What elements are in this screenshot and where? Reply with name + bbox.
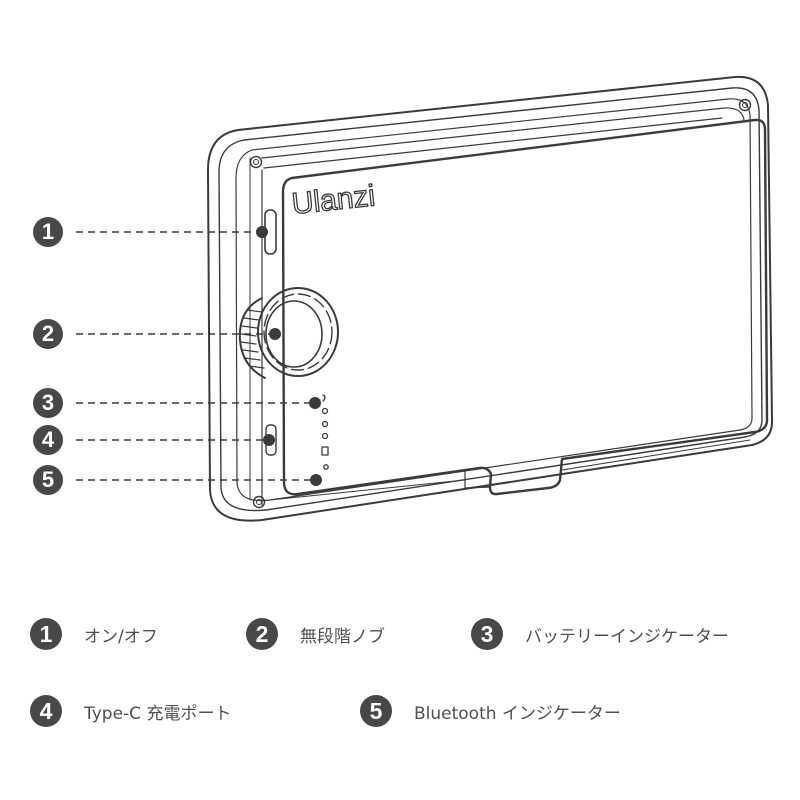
screw-top-left xyxy=(249,155,263,169)
screw-top-right xyxy=(738,98,752,112)
battery-glyph xyxy=(321,446,329,456)
legend-label: 無段階ノブ xyxy=(300,626,385,647)
front-panel xyxy=(281,118,769,496)
legend-badge: 3 xyxy=(471,618,503,650)
callout-badge-4: 4 xyxy=(33,425,63,455)
callout-badge-2: 2 xyxy=(33,319,63,349)
legend-label: バッテリーインジケーター xyxy=(525,626,729,647)
legend-item-knob: 2 無段階ノブ xyxy=(246,617,385,651)
dimmer-knob xyxy=(238,287,339,379)
legend-badge: 2 xyxy=(246,618,278,650)
bluetooth-led xyxy=(323,464,329,470)
device-illustration: Ulanzi xyxy=(76,75,774,522)
legend-label: オン/オフ xyxy=(84,626,158,647)
screw-bottom-left xyxy=(252,495,266,509)
legend-label: Type-C 充電ポート xyxy=(84,703,232,724)
legend-item-battery: 3 バッテリーインジケーター xyxy=(471,617,729,651)
legend-badge: 1 xyxy=(30,618,62,650)
legend-label: Bluetooth インジケーター xyxy=(414,703,621,724)
legend-badge: 4 xyxy=(30,695,62,727)
brand-logo: Ulanzi xyxy=(290,179,376,221)
callout-badge-5: 5 xyxy=(33,465,63,495)
battery-indicator-icon xyxy=(322,394,326,402)
legend-badge: 5 xyxy=(360,695,392,727)
callout-badge-3: 3 xyxy=(33,388,63,418)
legend-item-bluetooth: 5 Bluetooth インジケーター xyxy=(360,694,621,728)
legend-item-power: 1 オン/オフ xyxy=(30,617,158,651)
device-outer-frame xyxy=(207,75,774,522)
legend-item-typec: 4 Type-C 充電ポート xyxy=(30,694,231,728)
callout-badge-1: 1 xyxy=(33,217,63,247)
